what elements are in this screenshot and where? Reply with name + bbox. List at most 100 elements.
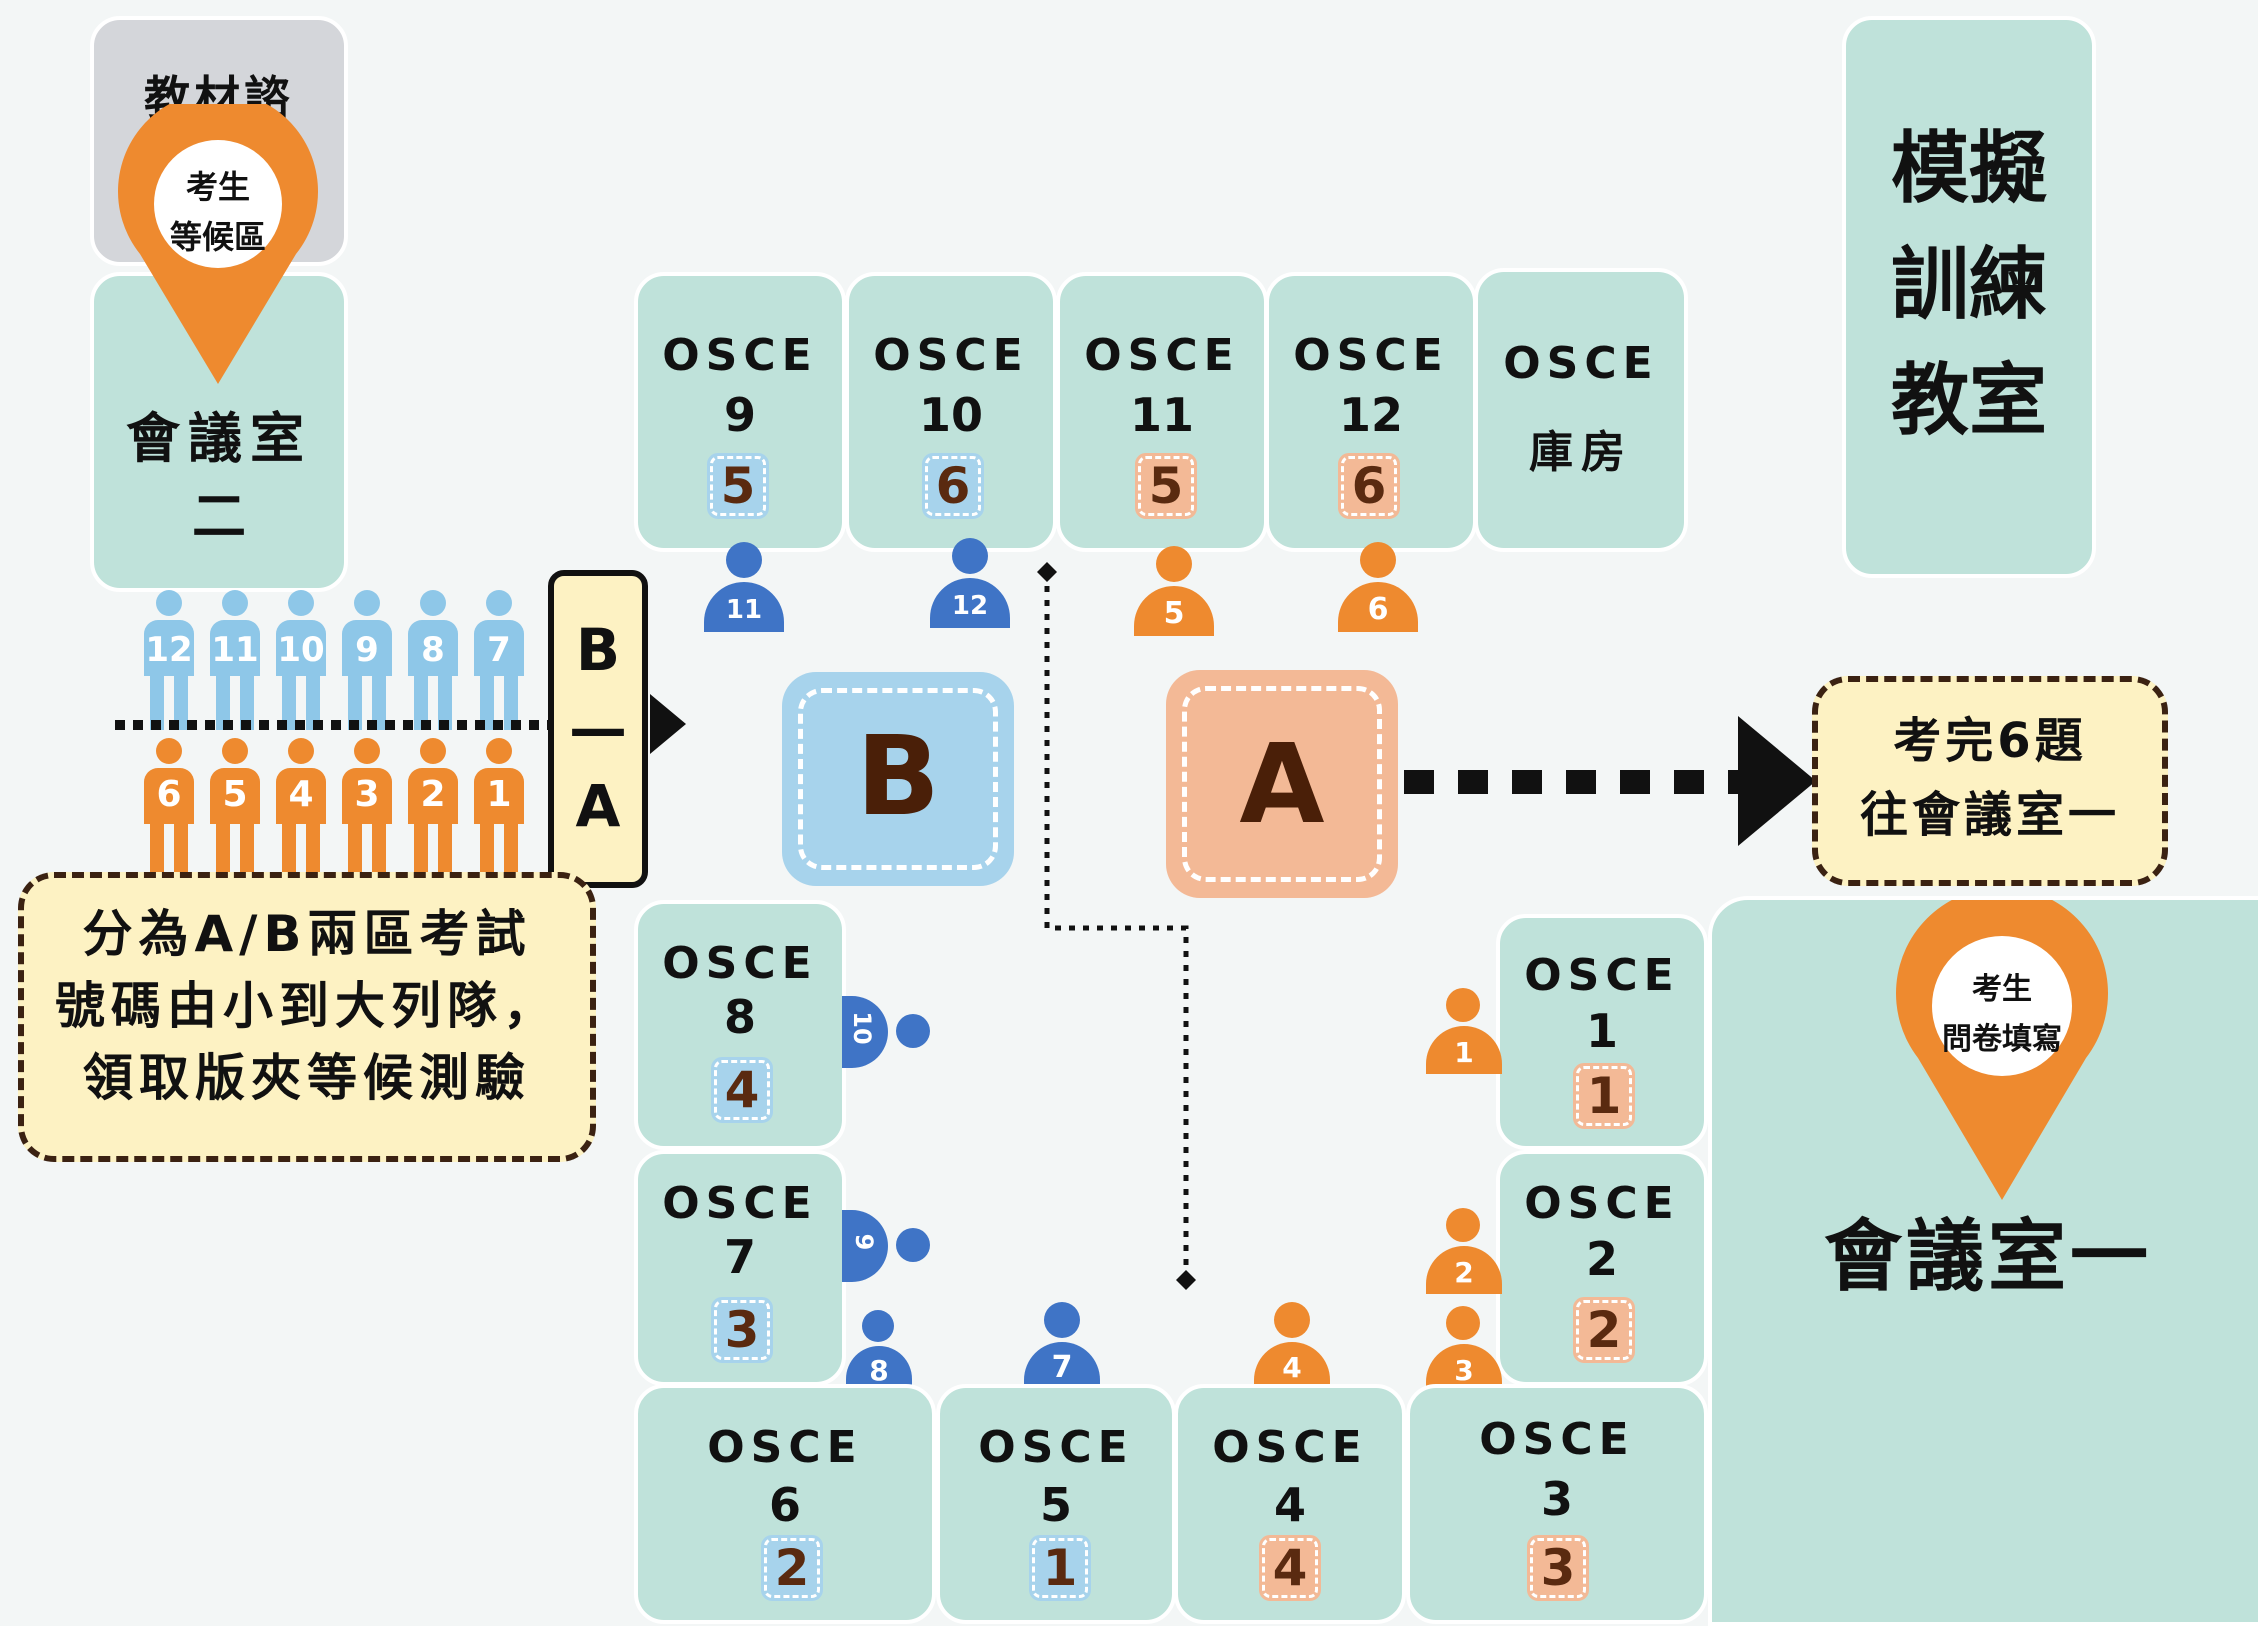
exit-arrow-icon [1738,716,1816,846]
osce-station-11: OSCE 11 5 [1056,272,1268,552]
osce-station-9: OSCE 9 5 [634,272,846,552]
osce-label: OSCE [1524,950,1680,1001]
osce-station-5: OSCE 5 1 [936,1384,1176,1624]
zone-a: A [1166,670,1398,898]
station-number: 10 [918,388,983,442]
order-badge: 4 [711,1057,773,1123]
instructions-callout: 分為A/B兩區考試 號碼由小到大列隊， 領取版夾等候測驗 [18,872,596,1162]
queue-person-icon: 8 [404,590,462,730]
sign-mid: — [569,694,627,762]
station-number: 11 [1129,388,1194,442]
station-number: 1 [1585,1004,1618,1058]
osce-storage-room: OSCE 庫房 [1474,268,1688,552]
exit-callout: 考完6題 往會議室一 [1812,676,2168,886]
queue-person-icon: 6 [140,738,198,878]
meeting-room-1: 會議室一 [1708,896,2258,1626]
osce-label: OSCE [707,1422,863,1473]
survey-pin-line2: 問卷填寫 [1942,1022,2062,1057]
order-badge: 5 [1135,453,1197,519]
queue-person-icon: 5 [206,738,264,878]
osce-label: OSCE [662,1178,818,1229]
queue-person-icon: 9 [338,590,396,730]
exit-callout-line2: 往會議室一 [1859,787,2120,843]
queue-dotted-line [115,720,655,730]
callout-line3: 領取版夾等候測驗 [83,1049,531,1107]
waiting-pin-line1: 考生 [185,168,250,206]
person-icon: 1 [1426,988,1502,1074]
zone-a-label: A [1239,720,1325,848]
osce-label: OSCE [1212,1422,1368,1473]
sim-room-line3: 教室 [1890,356,2047,446]
survey-pin-line1: 考生 [1972,972,2032,1007]
person-icon: 5 [1134,546,1214,636]
osce-station-8: OSCE 8 4 [634,900,846,1150]
callout-line1: 分為A/B兩區考試 [82,905,532,963]
osce-station-1: OSCE 1 1 [1496,914,1708,1150]
osce-label: OSCE [873,330,1029,381]
osce-label: OSCE [1293,330,1449,381]
queue-person-icon: 4 [272,738,330,878]
osce-label: OSCE [662,330,818,381]
osce-label: OSCE [1479,1414,1635,1465]
entrance-sign: B — A [548,570,648,888]
osce-station-3: OSCE 3 3 [1406,1384,1708,1624]
order-badge: 6 [922,453,984,519]
simulation-training-room: 模擬 訓練 教室 [1842,16,2096,578]
station-number: 4 [1273,1478,1306,1532]
sign-top: B [575,616,621,684]
order-badge: 4 [1259,1535,1321,1601]
callout-line2: 號碼由小到大列隊， [55,977,559,1035]
person-icon: 6 [1338,542,1418,632]
sim-room-line2: 訓練 [1890,240,2047,330]
order-badge: 6 [1338,453,1400,519]
queue-blue: 12 11 10 9 8 7 [140,590,530,730]
queue-person-icon: 3 [338,738,396,878]
person-icon: 12 [930,538,1010,628]
person-icon: 3 [1426,1306,1502,1392]
osce-station-12: OSCE 12 6 [1265,272,1477,552]
osce-label: OSCE [1503,338,1659,389]
station-number: 12 [1338,388,1403,442]
order-badge: 5 [707,453,769,519]
walking-path [1037,562,1196,1290]
zone-b-label: B [856,712,940,840]
storage-label: 庫房 [1529,427,1633,478]
meeting-room-2-number: 二 [192,485,246,548]
queue-person-icon: 2 [404,738,462,878]
order-badge: 3 [1527,1535,1589,1601]
person-icon: 11 [704,542,784,632]
station-number: 3 [1540,1472,1573,1526]
queue-person-icon: 1 [470,738,528,878]
person-icon: 2 [1426,1208,1502,1294]
zone-b: B [782,672,1014,886]
station-number: 6 [768,1478,801,1532]
order-badge: 2 [761,1535,823,1601]
osce-station-7: OSCE 7 3 [634,1150,846,1386]
station-number: 5 [1039,1478,1072,1532]
survey-pin: 考生 問卷填寫 [1896,900,2108,1200]
person-icon: 9 [842,1210,932,1282]
order-badge: 3 [711,1297,773,1363]
osce-station-6: OSCE 6 2 [634,1384,936,1624]
person-icon: 4 [1254,1302,1330,1388]
queue-orange: 6 5 4 3 2 1 [140,738,530,878]
meeting-room-1-label: 會議室一 [1823,1212,2152,1302]
station-number: 8 [723,990,756,1044]
queue-arrow-icon [650,694,686,754]
order-badge: 1 [1029,1535,1091,1601]
queue-person-icon: 7 [470,590,528,730]
waiting-area-pin: 考生 等候區 [118,104,318,384]
queue-person-icon: 10 [272,590,330,730]
sign-bottom: A [575,772,621,840]
meeting-room-2-label: 會議室 [126,407,312,470]
order-badge: 2 [1573,1297,1635,1363]
osce-station-10: OSCE 10 6 [845,272,1057,552]
exit-callout-line1: 考完6題 [1893,713,2087,769]
osce-station-2: OSCE 2 2 [1496,1150,1708,1386]
queue-person-icon: 11 [206,590,264,730]
osce-label: OSCE [1524,1178,1680,1229]
exit-dashed-arrow [1404,770,1740,794]
station-number: 9 [723,388,756,442]
waiting-pin-line2: 等候區 [169,218,266,256]
osce-label: OSCE [978,1422,1134,1473]
